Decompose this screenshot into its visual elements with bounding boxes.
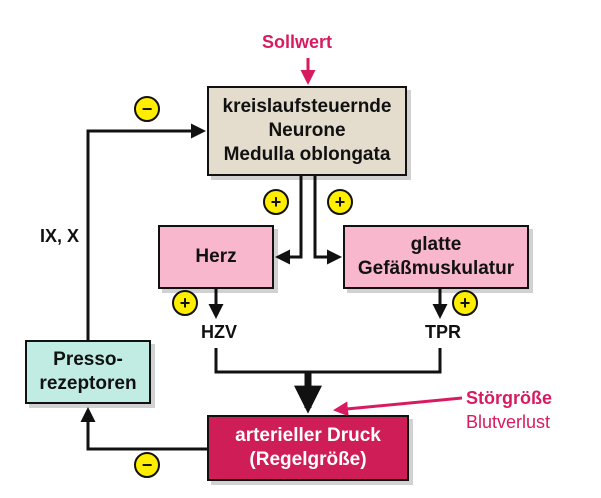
plus-sign-tpr: + [452,290,478,316]
control-to-vessels-arrow [313,176,342,265]
arterial-pressure-line1: arterieller Druck [235,425,381,446]
control-center-line2: Neurone [268,120,346,141]
heart-box: Herz [158,225,274,289]
arterial-pressure-box: arterieller Druck (Regelgröße) [207,415,409,481]
baroreceptor-line2: rezeptoren [39,373,137,394]
disturbance-label: Störgröße [466,388,553,408]
hzv-tpr-merge-line [214,348,442,374]
plus-sign-hzv: + [172,290,198,316]
tpr-label: TPR [425,322,461,342]
minus-sign-feedback-top: − [134,96,160,122]
vascular-muscle-box: glatte Gefäßmuskulatur [343,225,529,289]
disturbance-example: Blutverlust [466,412,551,432]
minus-sign-feedback-bottom: − [134,452,160,478]
baroreceptor-line1: Presso- [53,349,123,370]
pressure-to-receptors-arrow [80,407,207,451]
control-center-box: kreislaufsteuernde Neurone Medulla oblon… [207,86,407,176]
setpoint-label: Sollwert [262,32,333,52]
nerves-label: IX, X [40,226,80,246]
control-center-line3: Medulla oblongata [223,144,391,165]
heart-label: Herz [195,246,237,267]
plus-sign-to-vessels: + [327,189,353,215]
plus-sign-to-heart: + [263,189,289,215]
vascular-muscle-line1: glatte [410,234,462,255]
disturbance-arrow [333,396,463,417]
baroreceptor-box: Presso- rezeptoren [25,340,151,404]
hzv-label: HZV [201,322,237,342]
feedback-arrow-to-control [86,123,206,340]
arterial-pressure-line2: (Regelgröße) [249,449,367,470]
vascular-muscle-line2: Gefäßmuskulatur [357,258,515,279]
control-to-heart-arrow [275,176,303,265]
control-center-line1: kreislaufsteuernde [222,96,392,117]
